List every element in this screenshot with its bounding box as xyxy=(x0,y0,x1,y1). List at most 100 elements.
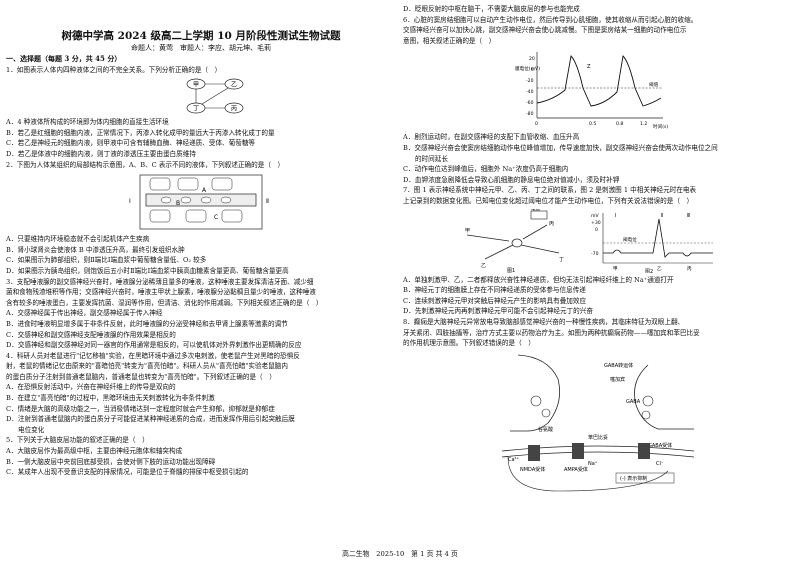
mv-label: mV xyxy=(591,213,599,219)
phenobarbital-label: 苯巴比妥 xyxy=(588,434,608,441)
q3-stem-1: 3．支配唾液腺的副交感神经兴奋时，唾液腺分泌稀薄且量多的唾液，这种唾液主要发挥清… xyxy=(6,277,314,286)
q6-option-b-2: 的时间延长 xyxy=(415,154,448,163)
exam-title: 树德中学高 2024 级高二上学期 10 月阶段性测试生物试题 xyxy=(61,30,341,42)
q6-option-c: C．动作电位达到峰值后，细胞外 Na⁺浓度仍高于细胞内 xyxy=(403,165,569,174)
q1-option-b: B．若乙是红细胞的细胞内液，正常情况下，丙渗入转化成甲的量远大于丙渗入转化成丁的… xyxy=(6,128,275,137)
q6-stem-2: 交感神经兴奋可以加快心跳，副交感神经兴奋会使心跳减慢。下图是窦房结某一细胞的动作… xyxy=(403,26,687,35)
q3-option-a: A．交感神经属于传出神经，副交感神经属于传入神经 xyxy=(6,309,163,318)
q2-stem: 2．下图为人体某组织的局部结构示意图，A、B、C 表示不同的液体，下列叙述正确的… xyxy=(6,160,285,169)
q5-option-d: D．眨眼反射的中枢在脑干，不需要大脑皮层的参与也能完成 xyxy=(403,5,580,13)
q5-stem: 5．下列关于大脑皮层功能的叙述正确的是（ ） xyxy=(6,436,149,445)
q4-option-d-1: D．注射到普通老鼠脑内的蛋白质分子可能促进某种神经递质的合成，进而发挥作用后引起… xyxy=(6,415,295,424)
q7-option-c: C．连续刺激神经元甲对突触后神经元产生的影响具有叠加效应 xyxy=(403,296,587,305)
stim-jia: 甲 xyxy=(613,266,618,272)
tiagabine-label: 噻加宾 xyxy=(610,376,625,383)
ampa-label: AMPA受体 xyxy=(564,466,588,473)
q7-stem-2: 上记录到的数据变化图。已知电位变化超过阈电位才能产生动作电位，下列有关说法错误的… xyxy=(403,196,694,205)
q1-figure: 甲 乙 丁 丙 xyxy=(176,77,396,115)
neuron-connection-diagram: 电表 甲 乙 丙 丁 图1 mV +30 0 -70 阈电位 Ⅰ Ⅱ Ⅲ 甲 乙… xyxy=(465,205,713,275)
label-bing: 丙 xyxy=(231,106,237,113)
phase-I: Ⅰ xyxy=(615,213,616,219)
tick-neg20: -20 xyxy=(526,78,534,84)
label-A: A xyxy=(202,187,207,194)
gaba-receptor-label: GABA受体 xyxy=(648,442,672,449)
q6-figure: 膜电位(mV) 20 0 -20 -40 -60 -80 阈值 Z 0 0.5 … xyxy=(513,48,793,130)
q1-option-d: D．若乙是体液中的细胞内液，则丁液的渗透压主要由蛋白质维持 xyxy=(6,149,196,158)
q5-option-c: C．某成年人出现不受意识支配的排尿情况，可能是位于脊髓的排尿中枢受损引起的 xyxy=(6,468,249,477)
q1-stem: 1．如图表示人体内四种液体之间的不完全关系。下列分析正确的是（ ） xyxy=(6,65,222,74)
q2-option-c: C．如果图示为肺部组织，则Ⅱ端比Ⅰ端血浆中葡萄糖含量低、O₂ 较多 xyxy=(6,256,207,265)
ampa-receptor-shape xyxy=(572,442,584,459)
q1-option-a: A．4 种液体所构成的环境即为体内细胞的直接生活环境 xyxy=(6,118,169,127)
exam-authors: 命题人：黄莺 审题人：李应、胡元坤、毛莉 xyxy=(131,44,271,52)
y-axis-label: 膜电位(mV) xyxy=(515,65,540,72)
nmda-receptor-shape xyxy=(528,444,540,461)
ca-ion: Ca²⁺ xyxy=(508,457,520,463)
n-ding: 丁 xyxy=(559,257,564,263)
q4-option-a: A．在恐惧反射活动中，兴奋在神经纤维上的传导是双向的 xyxy=(6,383,176,392)
na-ion: Na⁺ xyxy=(588,461,598,467)
q2-figure: Ⅰ Ⅱ A B C xyxy=(126,172,396,232)
q8-stem-3: 的作用机理示意图。下列叙述错误的是（ ） xyxy=(403,339,535,348)
phase-III: Ⅲ xyxy=(687,213,690,219)
tick-0: 0 xyxy=(531,67,534,73)
q8-stem-1: 8．癫痫是大脑神经元异常放电导致脑部感觉神经兴奋的一种慢性疾病，其临床特征为双眼… xyxy=(403,317,685,326)
z-label: Z xyxy=(587,64,591,70)
cl-ion: Cl⁻ xyxy=(656,461,664,467)
tick-zero: 0 xyxy=(595,227,598,233)
page-footer: 高二生物 2025-10 第 1 页 共 4 页 xyxy=(342,550,458,558)
gaba-transporter: GABA转运体 xyxy=(604,362,633,369)
q4-stem-2: 射，老鼠的情绪记忆由原来的"喜暗怕亮"转变为"喜亮怕暗"。科研人员从"喜亮怕暗"… xyxy=(6,362,288,371)
q3-stem-2: 菌和食物残渣堆积等作用；交感神经兴奋时，唾液主甲状上腺素，唾液腺分泌黏稠且量少的… xyxy=(6,288,316,297)
gaba-receptor-shape xyxy=(638,442,650,459)
q6-option-d: D．血钾浓度急剧降低会导致心肌细胞的静息电位绝对值减小，须及时补钾 xyxy=(403,175,620,184)
gaba-label: GABA xyxy=(626,399,641,405)
n-bing: 丙 xyxy=(549,221,554,227)
t08: 0.8 xyxy=(616,121,623,127)
q2-option-b: B．肾小球肾炎会使液体 B 中渗透压升高，最终引发组织水肿 xyxy=(6,245,185,254)
end-II: Ⅱ xyxy=(266,198,269,205)
q3-option-d: D．交感神经和副交感神经对同一器官的作用通常是相反的，可以使机体对外界刺激作出更… xyxy=(6,341,302,350)
q3-stem-3: 含有较多的唾液蛋白，主要发挥抗菌、湿润等作用，但清洁、消化的作用减弱。下列相关叙… xyxy=(6,298,323,307)
q6-stem-3: 意图，相关叙述正确的是（ ） xyxy=(403,36,496,45)
q8-stem-2: 牙关紧闭、四肢抽搐等，治疗方式主要以药物治疗为主。如图为两种抗癫痫药物——噻加宾… xyxy=(403,328,700,337)
right-column: D．眨眼反射的中枢在脑干，不需要大脑皮层的参与也能完成 6．心脏的窦房结细胞可以… xyxy=(403,0,793,499)
q2-option-d: D．如果图示为胰岛组织，则饱饭后五小时Ⅱ端比Ⅰ端血浆中胰高血糖素含量更高、葡萄糖… xyxy=(6,266,289,275)
q3-option-b: B．进食时唾液明显增多属于非条件反射，此时唾液腺的分泌受神经和去甲肾上腺素等激素… xyxy=(6,319,288,328)
tick-minus70: -70 xyxy=(591,251,599,257)
t05: 0.5 xyxy=(589,121,596,127)
q4-option-b: B．在建立"喜亮怕暗"的过程中，黑暗环境由无关刺激转化为非条件刺激 xyxy=(6,394,215,403)
phase-II: Ⅱ xyxy=(661,213,663,219)
tick-neg40: -40 xyxy=(526,89,534,95)
caption-fig2: 图2 xyxy=(645,269,653,273)
end-I: Ⅰ xyxy=(129,198,131,205)
q4-stem-3: 的蛋白质分子注射到普通老鼠脑内，普通老鼠也转变为"喜亮怕暗"。下列叙述正确的是（… xyxy=(6,372,276,381)
stim-yi: 乙 xyxy=(657,265,662,272)
tick-neg80: -80 xyxy=(526,111,534,117)
x-axis-label: 时间(s) xyxy=(653,123,668,130)
tick-plus30: +30 xyxy=(591,220,601,226)
action-potential-graph: 膜电位(mV) 20 0 -20 -40 -60 -80 阈值 Z 0 0.5 … xyxy=(515,52,668,130)
n-yi: 乙 xyxy=(481,262,486,269)
glutamate-label: 谷氨酸 xyxy=(538,426,553,433)
q5-option-a: A．大脑皮层作为最高级中枢，主要由神经元胞体和轴突构成 xyxy=(6,447,183,456)
tick-20: 20 xyxy=(529,56,535,62)
q7-stem-1: 7．图 1 表示神经系统中神经元甲、乙、丙、丁之间的联系，图 2 是刺激图 1 … xyxy=(403,186,697,195)
legend-inhibit: (-) 表示抑制 xyxy=(620,475,647,482)
q6-option-b-1: B．交感神经兴奋会使窦房结细胞动作电位峰值增加，传导速度加快，副交感神经兴奋会使… xyxy=(403,143,718,152)
q4-stem-1: 4．科研人员对老鼠进行"记忆移植"实验，在黑暗环境中通过多次电刺激，使老鼠产生对… xyxy=(6,351,300,360)
threshold-text: 阈电位 xyxy=(623,236,637,243)
q5-option-b: B．一侧大脑皮层中央前回底部受损，会使对侧下肢的运动功能出现障碍 xyxy=(6,457,216,466)
tick-neg60: -60 xyxy=(526,100,534,106)
q1-option-c: C．若乙是神经元的细胞内液，则甲液中可含有辅酶血酶、神经递质、受体、葡萄糖等 xyxy=(6,139,256,148)
q4-option-d-2: 电位变化 xyxy=(18,425,45,434)
label-ding: 丁 xyxy=(193,106,199,113)
fluid-relation-diagram: 甲 乙 丁 丙 xyxy=(186,78,244,114)
q6-stem-1: 6．心脏的窦房结细胞可以自动产生动作电位，然后传导到心肌细胞，使其收缩从而引起心… xyxy=(403,15,698,24)
q3-option-c: C．交感神经和副交感神经支配唾液腺的作用效果是相反的 xyxy=(6,330,176,339)
threshold-label: 阈值 xyxy=(649,81,659,88)
t0: 0 xyxy=(535,121,538,127)
q8-figure: GABA转运体 噻加宾 GABA 谷氨酸 GABA受体 苯巴比妥 NMDA受体 … xyxy=(498,351,793,497)
label-jia: 甲 xyxy=(193,82,199,89)
label-B: B xyxy=(176,200,180,207)
